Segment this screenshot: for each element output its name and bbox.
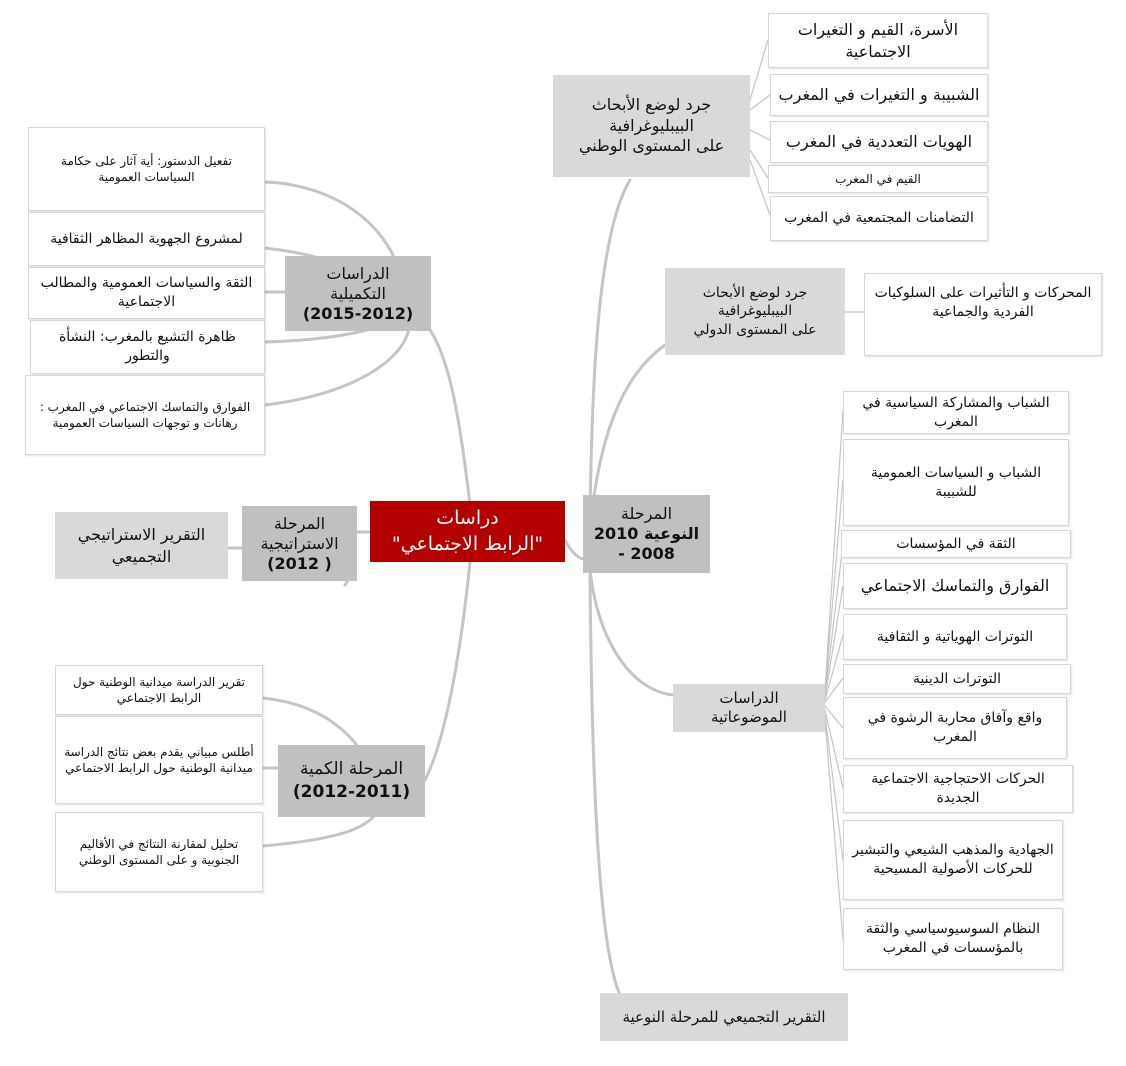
national-item-5: التضامنات المجتمعية في المغرب	[770, 196, 988, 241]
phase-complementary-line2: التكميلية	[330, 283, 386, 303]
root-title-line1: دراسات	[436, 506, 499, 529]
link-comp-5	[263, 318, 412, 407]
phase-complementary-years: (2015-2012)	[302, 303, 414, 323]
phase-qualitative: المرحلة النوعية 2010 2008 -	[583, 495, 710, 573]
complementary-item-4: ظاهرة التشيع بالمغرب: النشأة والتطور	[30, 320, 265, 374]
link-trunk-quantitative	[423, 560, 472, 782]
link-qual-thematic	[588, 568, 675, 697]
thematic-item-5: التوترات الهوياتية و الثقافية	[843, 614, 1067, 660]
phase-quantitative-years: (2012-2011)	[292, 782, 411, 802]
thematic-item-9: الجهادية والمذهب الشيعي والتبشير للحركات…	[843, 820, 1063, 900]
international-inventory-line1: جرد لوضع الأبحاث	[702, 285, 808, 302]
thematic-line2: الموضوعاتية	[711, 708, 787, 726]
national-item-3: الهويات التعددية في المغرب	[770, 121, 988, 163]
phase-strategic-years: ( 2012)	[267, 553, 332, 573]
phase-strategic: المرحلة الاستراتيجية ( 2012)	[242, 506, 357, 581]
link-qual-synthesis	[588, 573, 622, 997]
phase-quantitative: المرحلة الكمية (2012-2011)	[278, 745, 425, 817]
national-inventory-line2: البيبليوغرافية	[609, 115, 694, 135]
phase-complementary: الدراسات التكميلية (2015-2012)	[285, 256, 431, 331]
complementary-item-1: تفعيل الدستور: أية آثار على حكامة السياس…	[28, 127, 265, 211]
phase-qualitative-line3: 2008 -	[618, 544, 675, 563]
complementary-item-3: الثقة والسياسات العمومية والمطالب الاجتم…	[28, 267, 265, 319]
international-inventory-line3: على المستوى الدولي	[693, 321, 817, 338]
national-inventory-node: جرد لوضع الأبحاث البيبليوغرافية على المس…	[553, 75, 750, 177]
international-item-1: المحركات و التأثيرات على السلوكيات الفرد…	[864, 273, 1102, 356]
link-national-leaves	[749, 39, 771, 216]
national-item-1: الأسرة، القيم و التغيرات الاجتماعية	[768, 13, 988, 68]
link-trunk-complementary	[428, 328, 472, 507]
national-inventory-line1: جرد لوضع الأبحاث	[591, 94, 712, 114]
thematic-item-4: الفوارق والتماسك الاجتماعي	[843, 563, 1067, 609]
phase-qualitative-line1: المرحلة	[620, 504, 673, 523]
thematic-item-3: الثقة في المؤسسات	[841, 530, 1071, 558]
qualitative-synthesis: التقرير التجميعي للمرحلة النوعية	[600, 993, 848, 1041]
root-title-line2: "الرابط الاجتماعي"	[391, 532, 544, 555]
national-inventory-line3: على المستوى الوطني	[578, 136, 725, 156]
national-item-2: الشبيبة و التغيرات في المغرب	[770, 74, 988, 116]
thematic-item-10: النظام السوسيوسياسي والثقة بالمؤسسات في …	[843, 908, 1063, 970]
link-qual-national	[588, 178, 632, 522]
international-inventory-line2: البيبليوغرافية	[717, 303, 793, 320]
thematic-item-1: الشباب والمشاركة السياسية في المغرب	[843, 391, 1069, 434]
quantitative-item-2: أطلس مبياني يقدم بعض نتائج الدراسة ميدان…	[55, 716, 263, 804]
phase-qualitative-line2: النوعية 2010	[593, 524, 700, 543]
quantitative-item-3: تحليل لمقارنة النتائج في الأقاليم الجنوب…	[55, 812, 263, 892]
phase-complementary-line1: الدراسات	[326, 263, 390, 283]
thematic-node: الدراسات الموضوعاتية	[673, 684, 825, 732]
thematic-item-8: الحركات الاحتجاجية الاجتماعية الجديدة	[843, 765, 1073, 813]
link-thematic-leaves	[824, 409, 844, 941]
quantitative-item-1: تقرير الدراسة ميدانية الوطنية حول الرابط…	[55, 665, 263, 715]
link-qual-international	[588, 343, 667, 532]
thematic-item-7: واقع وآفاق محاربة الرشوة في المغرب	[843, 697, 1067, 759]
phase-strategic-line1: المرحلة	[273, 513, 326, 533]
phase-quantitative-line1: المرحلة الكمية	[299, 759, 404, 780]
thematic-item-6: التوترات الدينية	[843, 664, 1071, 694]
strategic-item-1: التقرير الاستراتيجي التجميعي	[55, 512, 228, 579]
root-node: دراسات "الرابط الاجتماعي"	[370, 501, 565, 562]
thematic-item-2: الشباب و السياسات العمومية للشبيبة	[843, 439, 1069, 526]
complementary-item-2: لمشروع الجهوية المظاهر الثقافية	[28, 212, 265, 266]
complementary-item-5: الفوارق والتماسك الاجتماعي في المغرب : ر…	[25, 375, 265, 455]
thematic-line1: الدراسات	[719, 689, 779, 708]
phase-strategic-line2: الاستراتيجية	[260, 533, 339, 553]
national-item-4: القيم في المغرب	[768, 165, 988, 193]
international-inventory-node: جرد لوضع الأبحاث البيبليوغرافية على المس…	[665, 268, 845, 355]
